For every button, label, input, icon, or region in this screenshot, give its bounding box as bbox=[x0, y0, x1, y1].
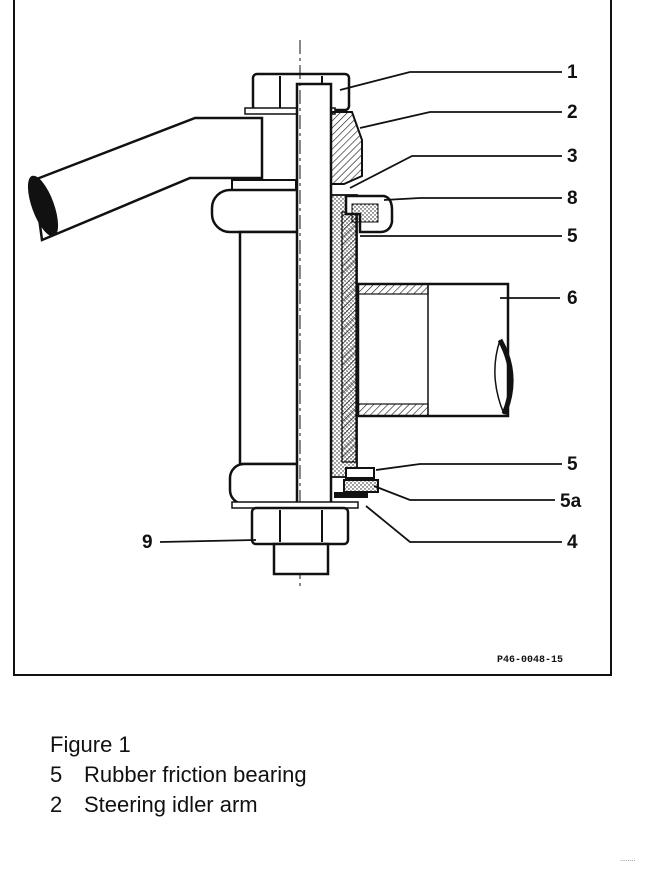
figure-caption: Figure 1 5 Rubber friction bearing 2 Steer… bbox=[50, 730, 307, 820]
upper-collar bbox=[231, 179, 297, 191]
caption-item: 2 Steering idler arm bbox=[50, 790, 307, 820]
scan-mark: ........ bbox=[620, 856, 636, 863]
bottom-nut bbox=[250, 506, 350, 576]
callout-5-bottom: 5 bbox=[567, 454, 578, 475]
figure-frame bbox=[13, 0, 612, 676]
callout-8: 8 bbox=[567, 188, 578, 209]
idler-arm-rod bbox=[27, 116, 264, 242]
caption-item-text: Rubber friction bearing bbox=[84, 762, 307, 787]
tube bbox=[356, 282, 514, 418]
lower-seal bbox=[334, 467, 379, 498]
callout-6: 6 bbox=[567, 288, 578, 309]
callout-9: 9 bbox=[142, 532, 153, 553]
caption-item-number: 2 bbox=[50, 792, 63, 817]
leader-lines bbox=[159, 71, 562, 543]
callout-4: 4 bbox=[567, 532, 578, 553]
callout-5-top: 5 bbox=[567, 226, 578, 247]
caption-title: Figure 1 bbox=[50, 732, 131, 757]
idler-arm-hub bbox=[329, 111, 363, 185]
drawing-code: P46-0048-15 bbox=[497, 655, 563, 666]
upper-seal bbox=[344, 194, 394, 234]
callout-2: 2 bbox=[567, 102, 578, 123]
caption-item-text: Steering idler arm bbox=[84, 792, 258, 817]
caption-item: 5 Rubber friction bearing bbox=[50, 760, 307, 790]
rubber-bushing bbox=[330, 194, 358, 478]
steering-idler-diagram: 1 2 3 8 5 6 5 5a 4 9 P46-0048-15 bbox=[27, 40, 582, 666]
caption-item-number: 5 bbox=[50, 762, 63, 787]
callout-1: 1 bbox=[567, 62, 578, 83]
callout-3: 3 bbox=[567, 146, 578, 167]
callout-5a: 5a bbox=[560, 491, 582, 512]
